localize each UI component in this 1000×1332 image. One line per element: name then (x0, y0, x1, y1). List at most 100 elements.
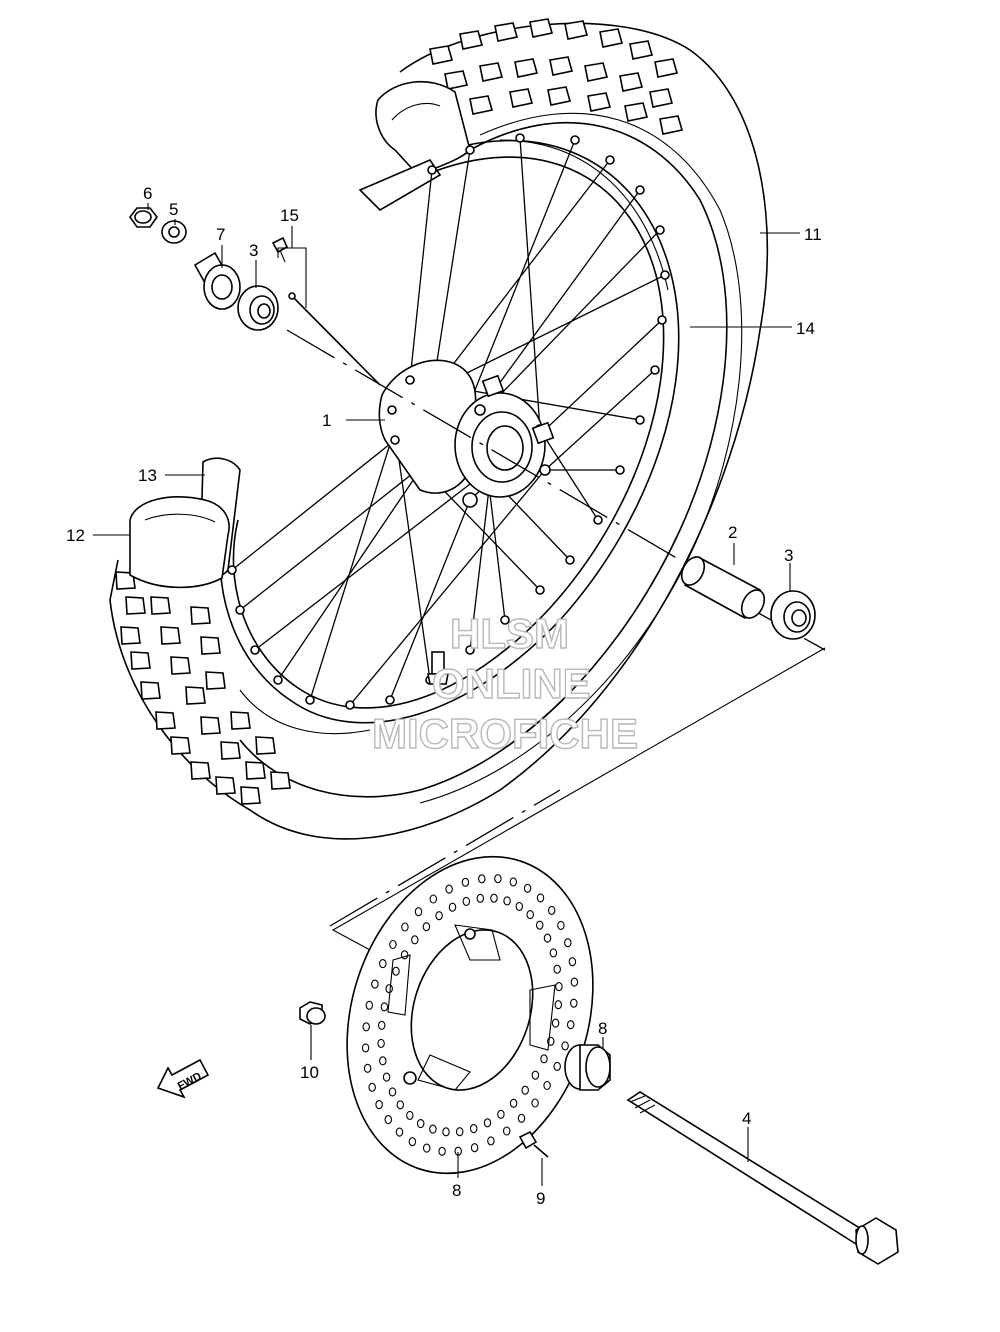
inner-tube (129, 496, 230, 589)
hub (378, 359, 555, 508)
tube (358, 80, 471, 212)
disc-hole (368, 1082, 376, 1092)
spoke (519, 137, 541, 431)
disc-hole (438, 1146, 446, 1156)
tread-knob (494, 22, 519, 42)
disc-hole (564, 938, 572, 948)
disc-hole (553, 1061, 561, 1071)
spoke-nipple (500, 615, 510, 625)
tread-knob (205, 671, 226, 690)
spoke-nipple (635, 185, 645, 195)
disc-hole (483, 1118, 492, 1128)
disc-hole (470, 1143, 479, 1153)
spoke (389, 499, 471, 701)
tread-knob (564, 20, 589, 40)
disc-hole (416, 1119, 425, 1129)
callout-8-right: 8 (598, 1019, 607, 1038)
disc-hole (380, 1002, 389, 1012)
tread-knob (624, 102, 649, 122)
disc-hole (462, 896, 471, 906)
tread-knob (230, 711, 251, 730)
axle-nut (129, 207, 158, 228)
disc-hole (494, 874, 502, 884)
spoke-nipple (345, 700, 355, 710)
watermark: HLSM ONLINE MICROFICHE (371, 609, 638, 757)
tread-knob (245, 761, 266, 780)
spoke (479, 189, 641, 411)
disc-hole (392, 966, 400, 976)
disc-hole (553, 964, 561, 974)
disc-hole (535, 920, 544, 930)
tread-knob (190, 606, 211, 625)
disc-bolt (299, 1001, 326, 1025)
disc-hole (395, 1127, 404, 1137)
callout-8-bottom: 8 (452, 1181, 461, 1200)
tread-knob (469, 95, 494, 115)
spoke (231, 439, 396, 571)
watermark-line-1: HLSM (450, 610, 569, 657)
disc-hole (566, 1020, 575, 1030)
callout-15: 15 (280, 206, 299, 225)
tread-knob (130, 651, 151, 670)
disc-hole (478, 874, 486, 884)
disc-hole (382, 1072, 391, 1082)
disc-hole (365, 1000, 374, 1010)
spoke-nipple (385, 695, 395, 705)
callout-6: 6 (143, 184, 152, 203)
disc-hole (543, 1080, 551, 1091)
disc-hole (536, 893, 545, 903)
callout-4: 4 (742, 1109, 751, 1128)
rim (219, 139, 680, 735)
disc-hole (379, 959, 387, 969)
spoke-nipple (465, 645, 475, 655)
spoke-nipple (615, 465, 625, 475)
spoke-nipple (427, 165, 437, 175)
spoke-nipple (660, 270, 670, 280)
tread-knob (459, 30, 484, 50)
tread-knob (255, 736, 276, 755)
tread-knob (649, 88, 674, 108)
disc-hole (455, 1127, 464, 1137)
tread-knob (240, 786, 261, 805)
callout-labels: 1 2 3 3 4 5 6 7 8 8 9 10 11 12 13 14 15 (66, 184, 822, 1208)
spoke-nipple (235, 605, 245, 615)
callout-3-left: 3 (249, 241, 258, 260)
disc-hole (371, 979, 379, 989)
tire (109, 22, 769, 840)
callout-9: 9 (536, 1189, 545, 1208)
disc-hole (442, 1127, 450, 1137)
tread-knob (115, 571, 136, 590)
tread-knob (429, 45, 454, 65)
disc-hole (361, 1043, 370, 1053)
disc-hole (570, 998, 578, 1008)
disc-hole (461, 877, 470, 887)
disc-hole (429, 894, 438, 904)
disc-hole (555, 982, 563, 992)
tread-knob (170, 656, 191, 675)
disc-hole (385, 984, 393, 994)
tread-knob (629, 40, 654, 60)
tread-knob (200, 636, 221, 655)
disc-hole (375, 1100, 383, 1110)
disc-hole (384, 1115, 393, 1125)
disc-hole (509, 1098, 518, 1108)
watermark-line-3: MICROFICHE (372, 710, 638, 757)
tread-knob (140, 681, 161, 700)
callout-5: 5 (169, 200, 178, 219)
tread-knob (170, 736, 191, 755)
spoke-nipple (273, 675, 283, 685)
spoke (544, 369, 656, 471)
tread-knob (587, 92, 612, 112)
callout-3-right: 3 (784, 546, 793, 565)
disc-hole (554, 1000, 563, 1010)
disc-hole (429, 1124, 437, 1134)
tread-knob (190, 761, 211, 780)
tread-knob (120, 626, 141, 645)
callout-11: 11 (804, 225, 822, 244)
disc-hole (531, 1098, 539, 1108)
disc-hole (377, 1020, 386, 1030)
distance-collar (680, 556, 766, 620)
disc-hole (547, 905, 556, 915)
tread-knob (155, 711, 176, 730)
spacer-right (564, 1044, 611, 1091)
